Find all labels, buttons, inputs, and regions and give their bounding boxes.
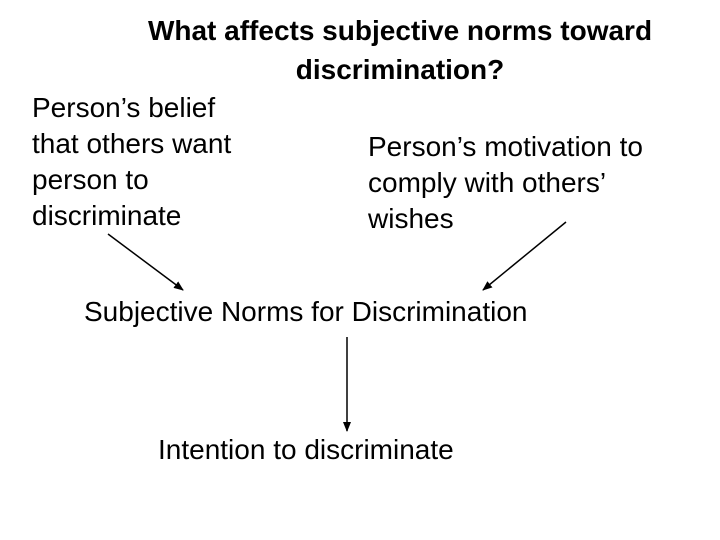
motivation-text-block: Person’s motivation to comply with other… [368, 129, 643, 237]
motivation-line: wishes [368, 203, 454, 234]
belief-line: that others want [32, 128, 232, 159]
arrow-motivation-to-norms [482, 221, 567, 291]
title-line-2: discrimination? [295, 54, 505, 85]
motivation-line: Person’s motivation to [368, 131, 643, 162]
title-line-1: What affects subjective norms toward [147, 15, 653, 46]
belief-line: discriminate [32, 200, 182, 231]
belief-text-block: Person’s belief that others want person … [32, 90, 231, 234]
intention-label: Intention to discriminate [158, 434, 454, 465]
arrow-belief-to-norms [107, 233, 184, 291]
belief-line: Person’s belief [32, 92, 216, 123]
subjective-norms-label: Subjective Norms for Discrimination [84, 296, 528, 327]
belief-line: person to [32, 164, 149, 195]
motivation-line: comply with others’ [368, 167, 607, 198]
